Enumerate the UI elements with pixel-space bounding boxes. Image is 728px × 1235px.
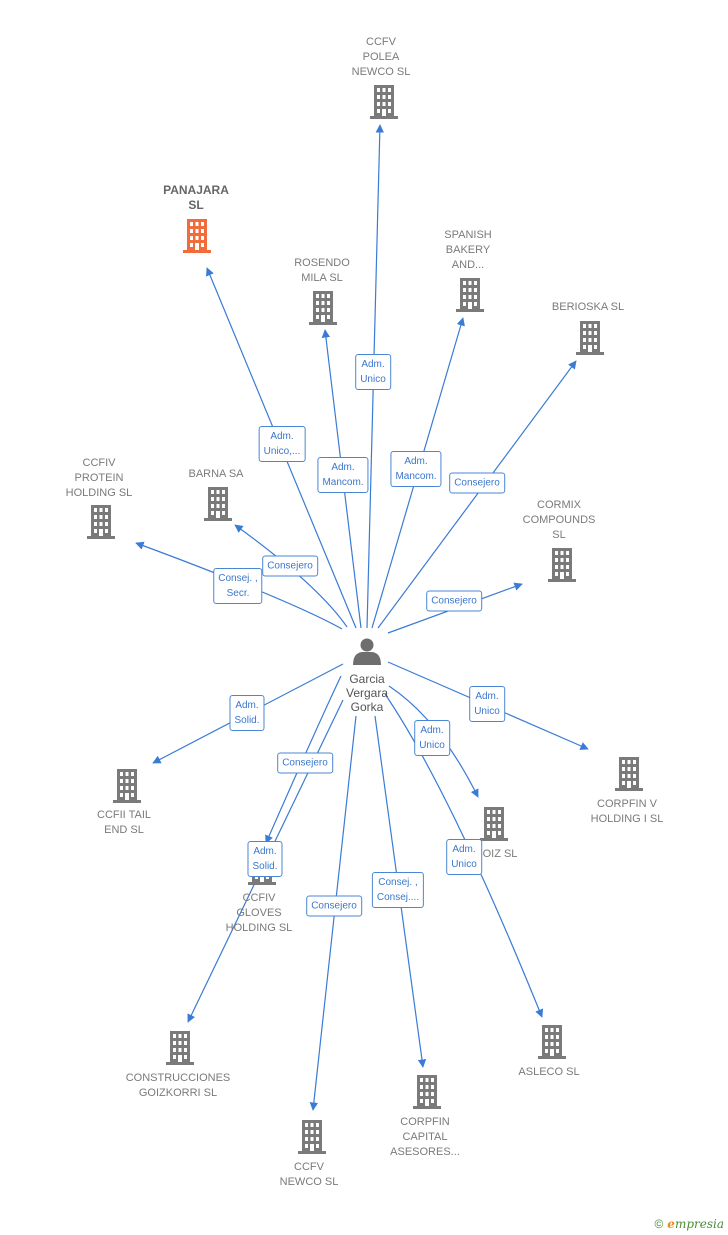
relation-label-barna[interactable]: Consejero	[262, 555, 318, 577]
relation-label-ccfiv-protein[interactable]: Consej. , Secr.	[213, 568, 263, 604]
company-label-berioska[interactable]: BERIOSKA SL	[551, 301, 625, 313]
company-label-barna[interactable]: BARNA SA	[188, 468, 244, 480]
company-label-spanish-bakery[interactable]: SPANISH BAKERY AND...	[444, 229, 492, 271]
relation-label-rosendo[interactable]: Adm. Mancom.	[317, 457, 369, 493]
relation-label-asleco[interactable]: Adm. Unico	[446, 839, 482, 875]
edge-barna	[234, 524, 348, 628]
edge-berioska	[377, 360, 577, 629]
company-label-corpfin-capital[interactable]: CORPFIN CAPITAL ASESORES...	[390, 1116, 460, 1158]
relation-label-spanish-bakery[interactable]: Adm. Mancom.	[390, 451, 442, 487]
building-icon[interactable]	[456, 278, 484, 312]
relation-label-berioska[interactable]: Consejero	[449, 472, 505, 494]
edge-asleco	[384, 693, 544, 1018]
building-icon[interactable]	[413, 1075, 441, 1109]
relation-label-construcciones[interactable]: Adm. Solid.	[247, 841, 283, 877]
building-icon[interactable]	[538, 1025, 566, 1059]
building-icon[interactable]	[298, 1120, 326, 1154]
relation-label-ccfv-newco[interactable]: Consejero	[306, 895, 362, 917]
empresia-logo[interactable]: empresia	[667, 1217, 724, 1231]
relation-label-corpfin-v[interactable]: Adm. Unico	[469, 686, 505, 722]
building-icon[interactable]	[615, 757, 643, 791]
company-label-asleco[interactable]: ASLECO SL	[518, 1066, 580, 1078]
company-label-oiz[interactable]: OIZ SL	[482, 848, 518, 860]
person-name-label[interactable]: Garcia Vergara Gorka	[345, 672, 389, 714]
company-label-panajara[interactable]: PANAJARA SL	[163, 183, 229, 212]
relation-label-cormix[interactable]: Consejero	[426, 590, 482, 612]
company-label-ccfv-newco[interactable]: CCFV NEWCO SL	[279, 1161, 339, 1188]
building-icon[interactable]	[309, 291, 337, 325]
relation-label-ccfii-tail[interactable]: Adm. Solid.	[229, 695, 265, 731]
relation-label-corpfin-capital[interactable]: Consej. , Consej....	[371, 872, 425, 908]
relation-label-panajara[interactable]: Adm. Unico,...	[258, 426, 306, 462]
brand-footer: ©empresia	[654, 1217, 724, 1231]
relation-label-ccfiv-gloves[interactable]: Consejero	[277, 752, 333, 774]
person-icon[interactable]	[353, 638, 381, 666]
building-icon[interactable]	[576, 321, 604, 355]
company-label-construcciones[interactable]: CONSTRUCCIONES GOIZKORRI SL	[125, 1072, 231, 1099]
edge-ccfiv-protein	[135, 541, 343, 630]
relation-label-ccfv-polea[interactable]: Adm. Unico	[355, 354, 391, 390]
company-label-ccfiv-gloves[interactable]: CCFIV GLOVES HOLDING SL	[225, 892, 293, 934]
company-label-corpfin-v[interactable]: CORPFIN V HOLDING I SL	[590, 798, 664, 825]
copyright-symbol: ©	[654, 1217, 664, 1231]
building-icon[interactable]	[480, 807, 508, 841]
building-icon[interactable]	[183, 219, 211, 253]
building-icon[interactable]	[87, 505, 115, 539]
company-label-cormix[interactable]: CORMIX COMPOUNDS SL	[522, 499, 596, 541]
building-icon[interactable]	[548, 548, 576, 582]
company-label-ccfii-tail[interactable]: CCFII TAIL END SL	[97, 809, 151, 836]
relation-label-oiz[interactable]: Adm. Unico	[414, 720, 450, 756]
company-label-rosendo[interactable]: ROSENDO MILA SL	[294, 257, 350, 284]
edge-ccfiv-gloves	[265, 675, 342, 844]
building-icon[interactable]	[113, 769, 141, 803]
building-icon[interactable]	[204, 487, 232, 521]
company-label-ccfv-polea[interactable]: CCFV POLEA NEWCO SL	[351, 36, 411, 78]
building-icon[interactable]	[370, 85, 398, 119]
company-label-ccfiv-protein[interactable]: CCFIV PROTEIN HOLDING SL	[65, 457, 133, 499]
building-icon[interactable]	[166, 1031, 194, 1065]
